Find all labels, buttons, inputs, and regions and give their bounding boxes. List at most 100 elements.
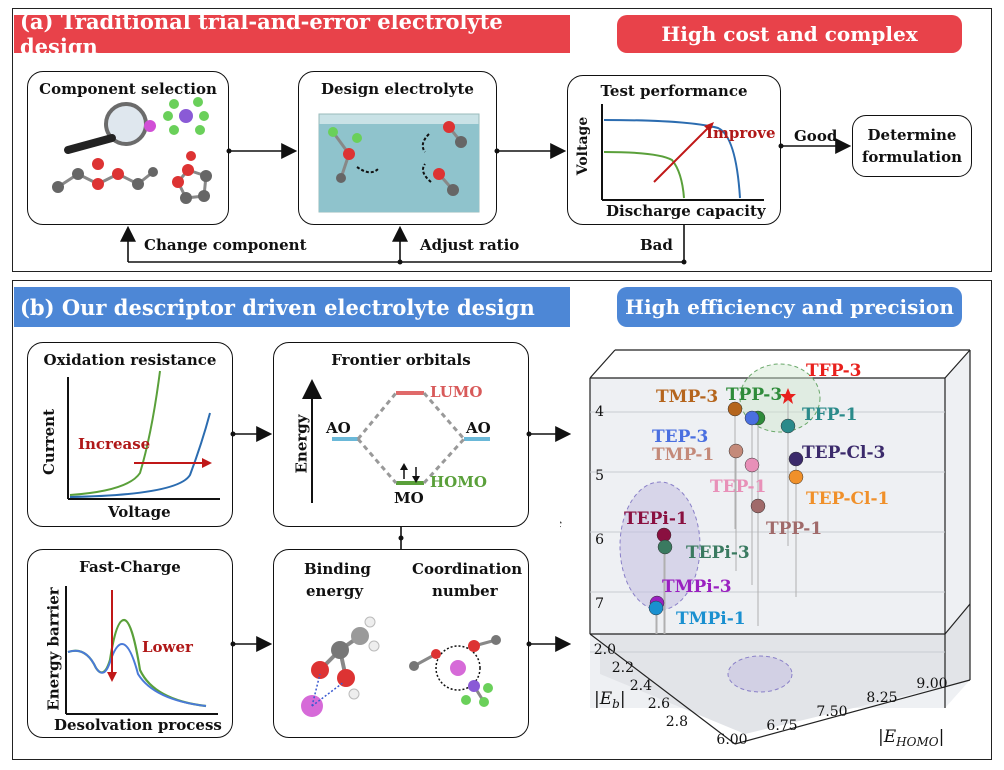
data-point-label: TMPi-3 — [662, 577, 732, 597]
increase-label: Increase — [78, 435, 151, 453]
bad-label: Bad — [640, 236, 673, 254]
data-point — [744, 410, 760, 426]
discharge-capacity-label: Discharge capacity — [606, 202, 766, 220]
y-axis-sub: b — [612, 697, 620, 711]
data-point-label: TPP-1 — [766, 519, 822, 539]
data-point — [780, 418, 796, 434]
oxidation-voltage-label: Voltage — [108, 503, 171, 521]
data-point-label: TFP-1 — [802, 405, 857, 425]
data-point-label: TMP-3 — [656, 387, 718, 407]
x-tick-label: 9.00 — [916, 676, 947, 692]
determine-line2: formulation — [861, 148, 963, 166]
data-point-label: TEP-Cl-3 — [802, 443, 885, 463]
lower-label: Lower — [142, 638, 193, 656]
section-a-tag: High cost and complex — [617, 15, 962, 53]
coordination-line1: Coordination — [412, 560, 523, 578]
mo-label: MO — [394, 489, 424, 507]
y-axis-label: |Eb| — [594, 689, 626, 711]
data-point — [788, 469, 804, 485]
fast-charge-box: Fast-Charge Lower Energy barrier Desolva… — [27, 549, 233, 738]
binding-line2: energy — [306, 582, 364, 600]
data-point-star — [780, 388, 796, 404]
lumo-label: LUMO — [430, 383, 483, 401]
energy-barrier-plot — [65, 586, 218, 715]
determine-formulation-box: Determine formulation — [852, 115, 972, 177]
x-tick-label: 7.50 — [816, 704, 847, 720]
data-point — [657, 539, 673, 555]
z-tick-label: 7 — [595, 596, 604, 612]
y-tick-label: 2.8 — [666, 714, 688, 730]
adjust-ratio-label: Adjust ratio — [420, 236, 520, 254]
data-point-label: TEP-1 — [710, 477, 766, 497]
data-point-label: TMPi-1 — [676, 609, 746, 629]
x-axis-label: |EHOMO| — [878, 727, 944, 749]
y-tick-label: 2.6 — [648, 696, 670, 712]
data-point-label: TFP-3 — [806, 361, 861, 381]
homo-label: HOMO — [430, 473, 487, 491]
oxidation-resistance-box: Oxidation resistance Increase Current Vo… — [27, 342, 233, 527]
data-point — [788, 451, 804, 467]
section-b-title: (b) Our descriptor driven electrolyte de… — [14, 287, 570, 327]
y-axis-bar: | — [620, 689, 626, 709]
change-component-label: Change component — [144, 236, 307, 254]
x-axis-sub: HOMO — [895, 735, 939, 749]
data-point-label: TEPi-3 — [686, 543, 750, 563]
panel-a-arrows — [120, 138, 852, 265]
z-axis-label: ∑Nc — [560, 509, 562, 531]
frontier-orbitals-box: Frontier orbitals Energy AO AO LUMO HOMO… — [273, 342, 529, 527]
orbital-diagram — [302, 379, 490, 503]
electrolyte-tank-illustration — [318, 113, 480, 213]
section-b-tag: High efficiency and precision — [617, 287, 962, 327]
oxidation-curve-plot — [67, 370, 220, 500]
good-label: Good — [794, 127, 838, 145]
component-selection-title: Component selection — [39, 80, 217, 98]
data-point — [744, 457, 760, 473]
test-performance-box: Test performance Improve Voltage Dischar… — [567, 75, 781, 225]
component-molecules-illustration — [52, 97, 212, 204]
chart-frame-edge — [944, 603, 971, 635]
x-tick-label: 6.75 — [766, 718, 797, 734]
binding-molecule-illustration — [301, 616, 501, 717]
binding-coordination-box: Binding energy Coordination number — [273, 549, 529, 738]
test-performance-title: Test performance — [600, 82, 748, 100]
improve-label: Improve — [706, 124, 776, 142]
x-tick-label: 8.25 — [866, 690, 897, 706]
design-electrolyte-title: Design electrolyte — [321, 80, 474, 98]
z-tick-label: 4 — [595, 404, 604, 420]
data-point-label: TEP-Cl-1 — [806, 489, 889, 509]
data-point — [648, 600, 664, 616]
coordination-line2: number — [432, 582, 498, 600]
data-point-label: TPP-3 — [726, 385, 782, 405]
data-point — [728, 443, 744, 459]
desolvation-process-label: Desolvation process — [54, 716, 222, 734]
x-tick-label: 6.00 — [716, 732, 747, 748]
data-point-label: TMP-1 — [652, 445, 714, 465]
z-tick-label: 5 — [595, 468, 604, 484]
x-axis-bar: | — [939, 727, 945, 747]
y-tick-label: 2.0 — [594, 642, 616, 658]
data-point — [750, 498, 766, 514]
chart-frame-edge — [944, 349, 971, 379]
frontier-orbitals-title: Frontier orbitals — [331, 351, 471, 369]
chart-frame-edge — [589, 349, 616, 379]
oxidation-resistance-title: Oxidation resistance — [43, 351, 217, 369]
data-point — [727, 401, 743, 417]
data-point-label: TEPi-1 — [624, 509, 688, 529]
cluster-ellipse — [727, 655, 793, 693]
y-tick-label: 2.2 — [612, 660, 634, 676]
component-selection-box: Component selection — [27, 71, 229, 225]
data-point-label: TEP-3 — [652, 427, 708, 447]
z-axis-sub: c — [560, 517, 562, 531]
fast-charge-title: Fast-Charge — [79, 558, 181, 576]
binding-line1: Binding — [304, 560, 371, 578]
descriptor-3d-scatter-chart: 45672.02.22.42.62.86.006.757.508.259.00∑… — [560, 349, 971, 749]
ao-left-label: AO — [326, 419, 351, 437]
determine-line1: Determine — [867, 126, 957, 144]
chart-frame-edge — [734, 679, 971, 745]
design-electrolyte-box: Design electrolyte — [298, 71, 497, 225]
chart-back-panel — [590, 350, 970, 708]
ao-right-label: AO — [466, 419, 491, 437]
discharge-curve-plot — [601, 104, 764, 201]
y-tick-label: 2.4 — [630, 678, 652, 694]
